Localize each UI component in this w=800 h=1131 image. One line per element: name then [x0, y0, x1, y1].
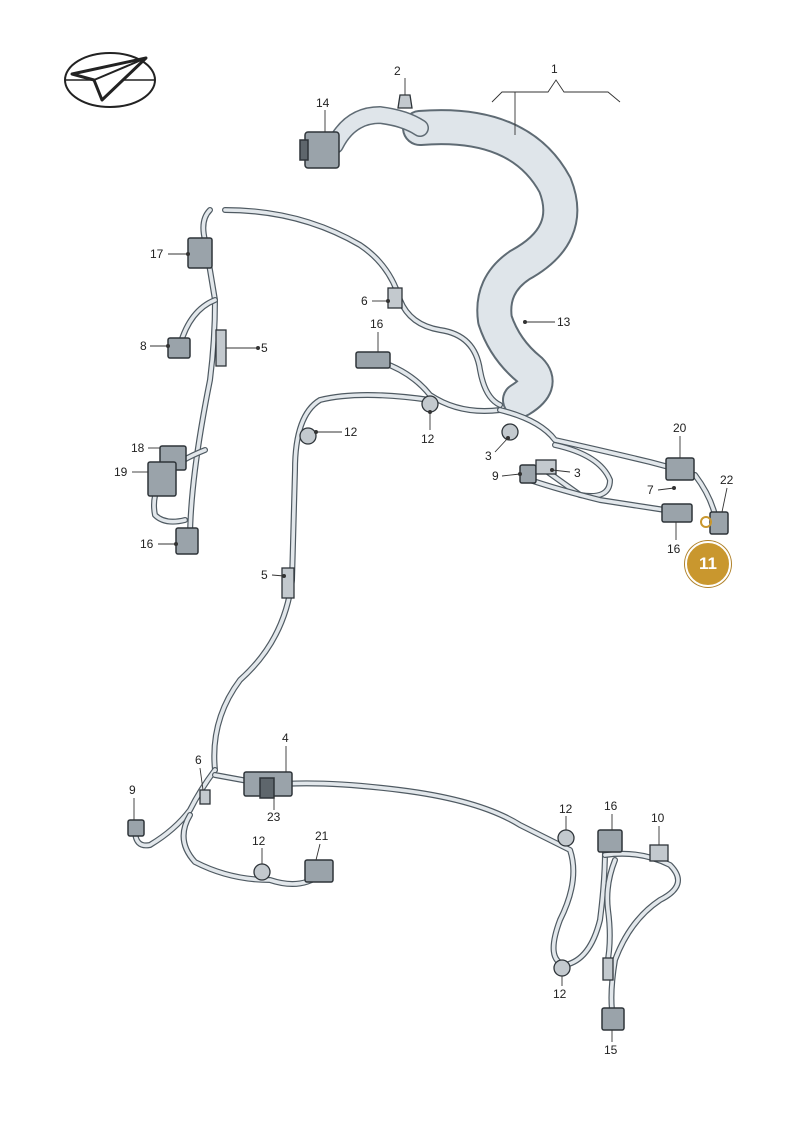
- part-label-17: 17: [150, 247, 164, 261]
- part-label-7: 7: [647, 483, 654, 497]
- part-label-14: 14: [316, 96, 330, 110]
- main-hose: [326, 106, 579, 418]
- part-label-9: 9: [492, 469, 499, 483]
- part-label-12: 12: [252, 834, 266, 848]
- part-label-6: 6: [361, 294, 368, 308]
- part-label-8: 8: [140, 339, 147, 353]
- part-label-3: 3: [574, 466, 581, 480]
- part-label-15: 15: [604, 1043, 618, 1057]
- part-label-23: 23: [267, 810, 281, 824]
- part-label-12: 12: [421, 432, 435, 446]
- part-label-16: 16: [604, 799, 618, 813]
- part-label-2: 2: [394, 64, 401, 78]
- part-label-12: 12: [344, 425, 358, 439]
- brand-logo: [64, 52, 156, 108]
- part-label-12: 12: [553, 987, 567, 1001]
- part-label-4: 4: [282, 731, 289, 745]
- part-label-16: 16: [370, 317, 384, 331]
- part-label-18: 18: [131, 441, 145, 455]
- part-label-3: 3: [485, 449, 492, 463]
- part-label-10: 10: [651, 811, 665, 825]
- part-label-6: 6: [195, 753, 202, 767]
- part-label-19: 19: [114, 465, 128, 479]
- highlight-badge-11[interactable]: 11: [685, 541, 731, 587]
- part-label-5: 5: [261, 341, 268, 355]
- part-label-13: 13: [557, 315, 571, 329]
- part-label-1: 1: [551, 62, 558, 76]
- part-label-16: 16: [140, 537, 154, 551]
- part-label-22: 22: [720, 473, 734, 487]
- part-label-12: 12: [559, 802, 573, 816]
- connectors: [127, 94, 729, 1031]
- part-label-5: 5: [261, 568, 268, 582]
- leader-lines: [132, 78, 728, 1042]
- part-label-20: 20: [673, 421, 687, 435]
- part-label-9: 9: [129, 783, 136, 797]
- part-label-16: 16: [667, 542, 681, 556]
- part-label-21: 21: [315, 829, 329, 843]
